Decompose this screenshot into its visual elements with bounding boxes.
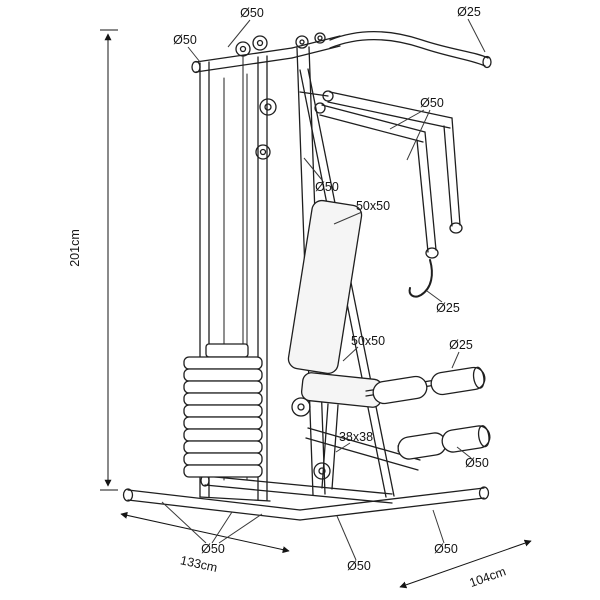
label-roller-foam-diameter: Ø50: [465, 456, 489, 470]
label-base-left-diameter: Ø50: [201, 542, 225, 556]
press-arm-assembly: [299, 90, 463, 298]
label-press-arm-diameter: Ø50: [420, 96, 444, 110]
label-main-column-diameter: Ø50: [315, 180, 339, 194]
label-base-right-diameter: Ø50: [434, 542, 458, 556]
label-roller-axle-diameter: Ø25: [449, 338, 473, 352]
low-pulleys: [291, 397, 331, 480]
lat-bar: [329, 31, 492, 69]
label-top-left-tube-diameter: Ø50: [173, 33, 197, 47]
label-lat-bar-diameter: Ø25: [457, 5, 481, 19]
machine-drawing: [122, 31, 492, 521]
dimension-width: 104cm: [468, 564, 508, 590]
leader-lines: [161, 18, 486, 561]
label-seat-profile: 50x50: [351, 334, 385, 348]
label-base-center-diameter: Ø50: [347, 559, 371, 573]
diagram-labels: Ø50 Ø50 Ø25 Ø50 Ø50 50x50 Ø25 50x50 Ø25 …: [68, 5, 508, 590]
seat: [287, 199, 384, 490]
weight-tower: [191, 35, 293, 501]
weight-stack: [183, 343, 263, 478]
label-top-tube-diameter: Ø50: [240, 6, 264, 20]
top-head-assembly: [291, 32, 341, 59]
dimension-height: 201cm: [68, 229, 82, 267]
dimension-depth: 133cm: [179, 553, 219, 575]
label-leg-profile: 38x38: [339, 430, 373, 444]
leg-developer: [305, 366, 491, 471]
hand-hook: [408, 259, 433, 298]
dimension-lines: [100, 29, 532, 589]
label-hook-diameter: Ø25: [436, 301, 460, 315]
label-upright-profile: 50x50: [356, 199, 390, 213]
